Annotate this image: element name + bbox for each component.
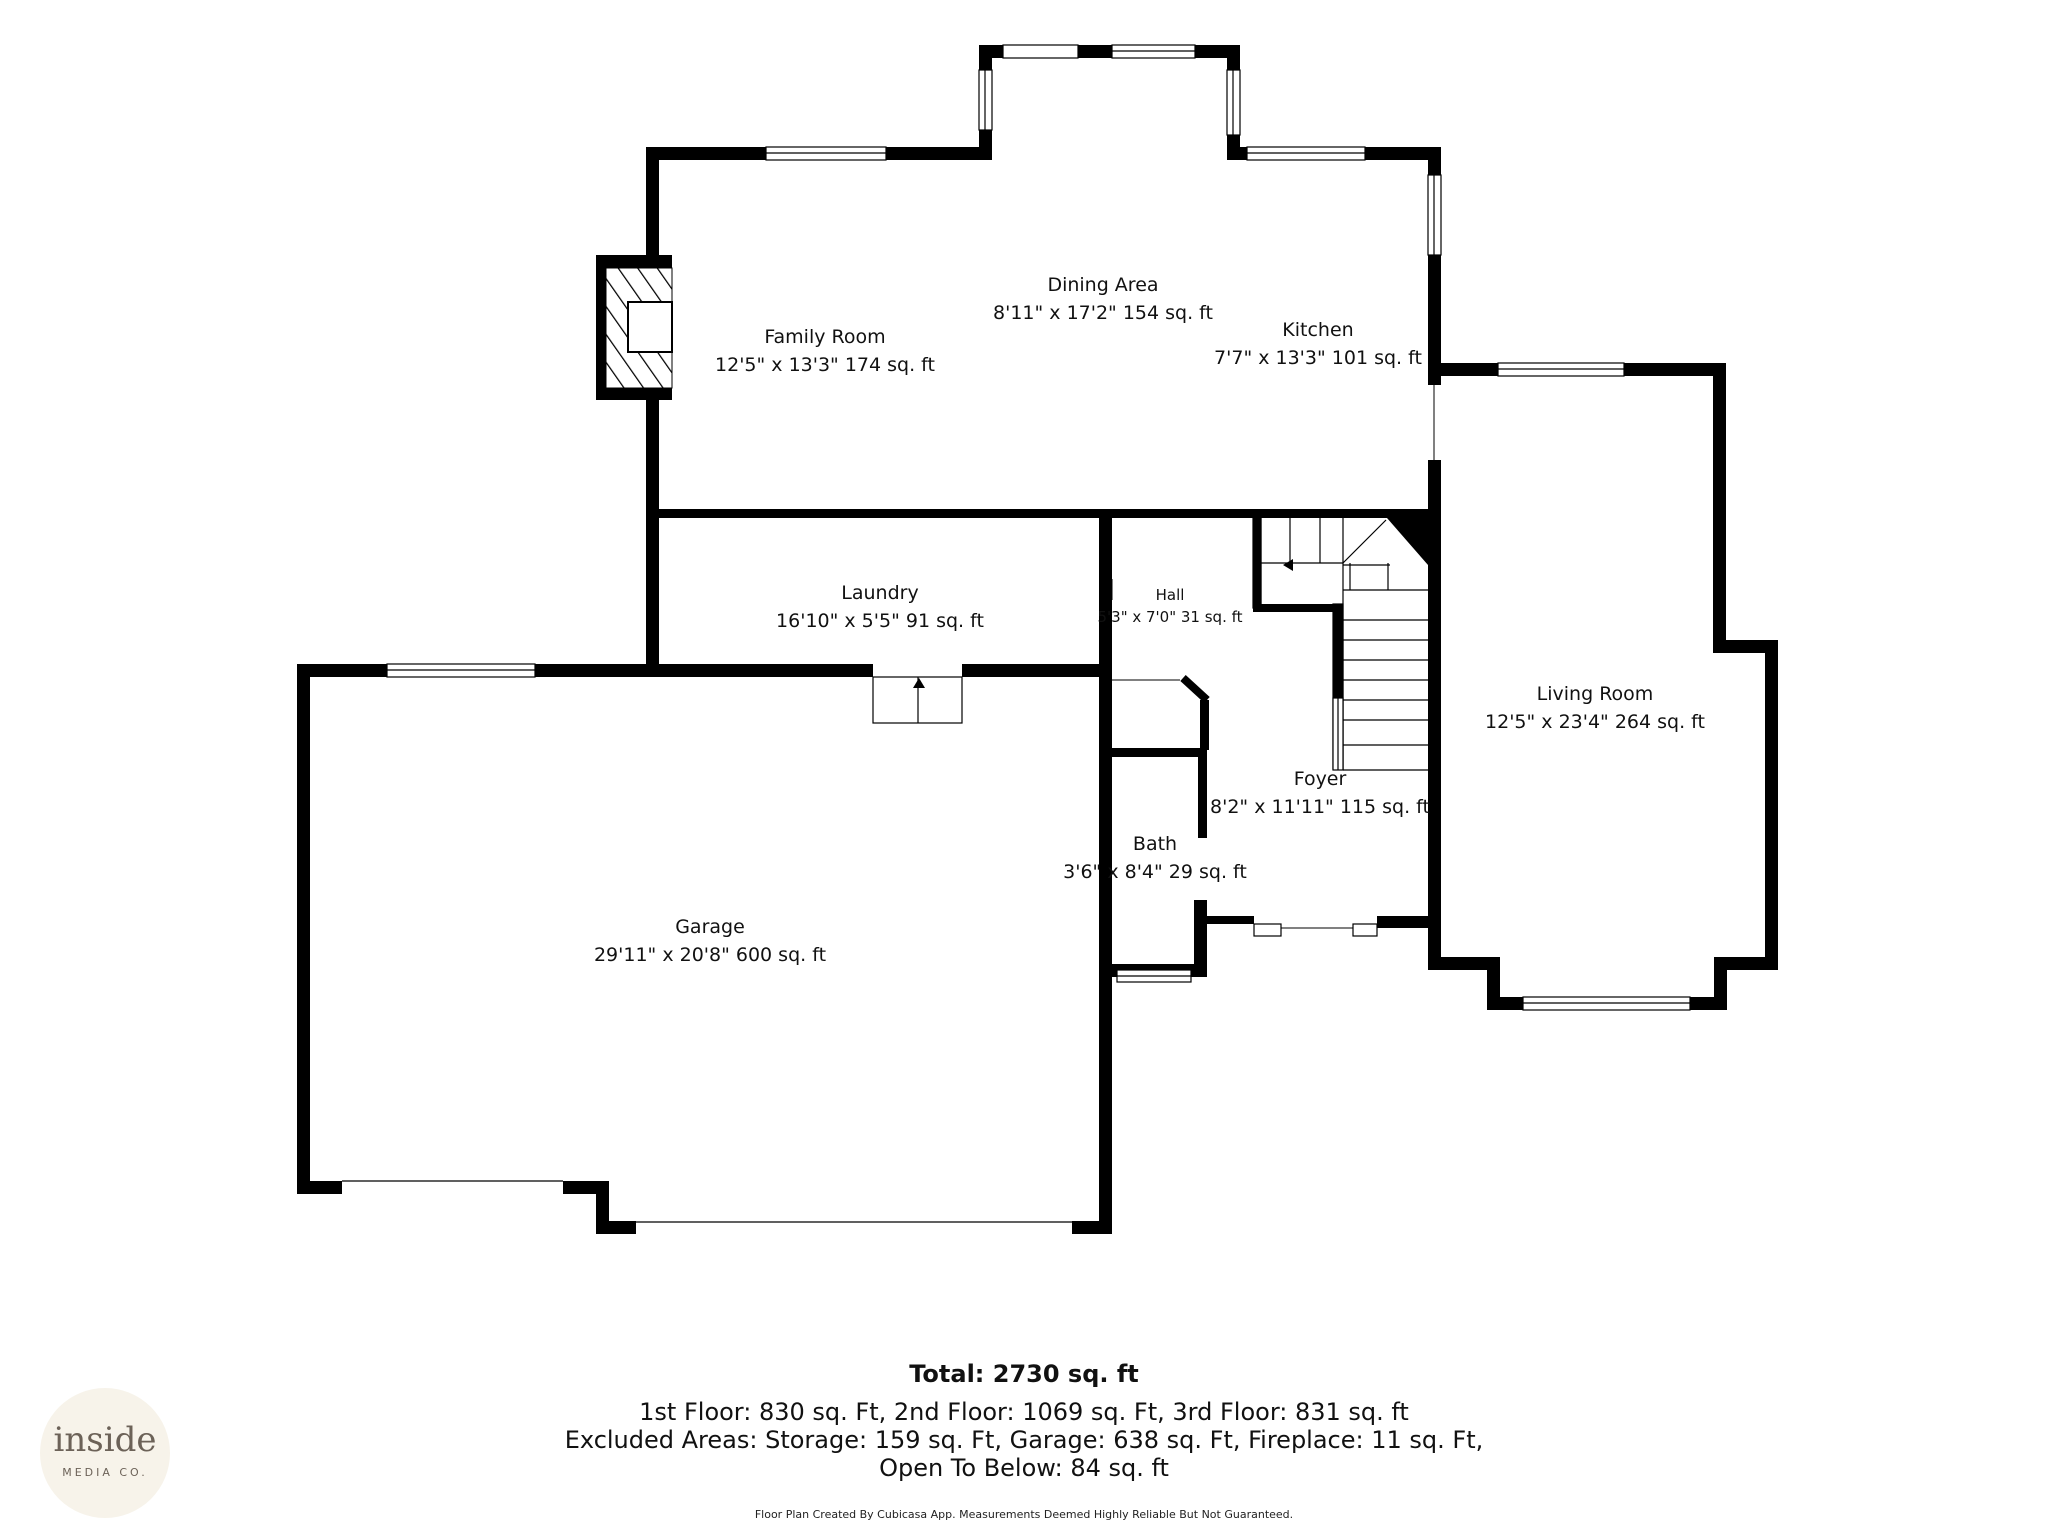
room-name: Dining Area	[1047, 274, 1159, 296]
garage-walls	[297, 664, 1112, 1234]
room-name: Living Room	[1536, 683, 1654, 705]
main-walls	[596, 45, 1441, 990]
stair-corner-wall	[1387, 518, 1428, 565]
room-dimensions: 29'11" x 20'8" 600 sq. ft	[593, 944, 827, 966]
garage-entry-arrow	[913, 678, 925, 688]
room-label-bath: Bath 3'6" x 8'4" 29 sq. ft	[1050, 833, 1260, 883]
room-dimensions: 16'10" x 5'5" 91 sq. ft	[776, 610, 984, 632]
fireplace	[596, 255, 673, 400]
staircase	[1252, 517, 1428, 771]
room-label-foyer: Foyer 8'2" x 11'11" 115 sq. ft	[1190, 768, 1450, 818]
room-label-laundry: Laundry 16'10" x 5'5" 91 sq. ft	[745, 582, 1015, 632]
foyer-diagonal-wall	[1180, 675, 1210, 750]
room-name: Hall	[1155, 586, 1185, 604]
room-label-garage: Garage 29'11" x 20'8" 600 sq. ft	[575, 916, 845, 966]
room-dimensions: 12'5" x 23'4" 264 sq. ft	[1485, 711, 1705, 733]
room-name: Kitchen	[1282, 319, 1354, 341]
windows	[765, 44, 1691, 1011]
logo-tagline: MEDIA CO.	[62, 1466, 148, 1479]
excluded-areas-line-2: Open To Below: 84 sq. ft	[879, 1454, 1169, 1482]
room-label-living: Living Room 12'5" x 23'4" 264 sq. ft	[1460, 683, 1730, 733]
stair-direction-arrow	[1283, 559, 1293, 571]
room-name: Family Room	[764, 326, 886, 348]
logo-wordmark: inside	[53, 1420, 157, 1460]
disclaimer: Floor Plan Created By Cubicasa App. Meas…	[754, 1508, 1294, 1521]
room-dimensions: 8'2" x 11'11" 115 sq. ft	[1210, 796, 1430, 818]
room-name: Garage	[675, 916, 745, 938]
room-name: Foyer	[1293, 768, 1347, 790]
openings	[1003, 44, 1435, 929]
garage-openings	[342, 663, 1072, 1223]
room-label-dining: Dining Area 8'11" x 17'2" 154 sq. ft	[968, 274, 1238, 324]
total-area: Total: 2730 sq. ft	[909, 1360, 1139, 1388]
floor-areas: 1st Floor: 830 sq. Ft, 2nd Floor: 1069 s…	[639, 1398, 1409, 1426]
room-dimensions: 5'3" x 7'0" 31 sq. ft	[1097, 608, 1243, 626]
room-name: Bath	[1132, 833, 1178, 855]
room-label-kitchen: Kitchen 7'7" x 13'3" 101 sq. ft	[1188, 319, 1448, 369]
room-dimensions: 12'5" x 13'3" 174 sq. ft	[715, 354, 935, 376]
living-walls	[1428, 363, 1778, 1010]
floor-plan	[297, 44, 1778, 1234]
inside-media-logo: inside MEDIA CO.	[40, 1388, 170, 1518]
room-dimensions: 3'6" x 8'4" 29 sq. ft	[1063, 861, 1247, 883]
room-label-family: Family Room 12'5" x 13'3" 174 sq. ft	[690, 326, 960, 376]
room-dimensions: 7'7" x 13'3" 101 sq. ft	[1214, 347, 1422, 369]
room-name: Laundry	[841, 582, 919, 604]
excluded-areas-line-1: Excluded Areas: Storage: 159 sq. Ft, Gar…	[564, 1426, 1484, 1454]
room-dimensions: 8'11" x 17'2" 154 sq. ft	[993, 302, 1213, 324]
room-label-hall: Hall 5'3" x 7'0" 31 sq. ft	[1090, 586, 1250, 626]
